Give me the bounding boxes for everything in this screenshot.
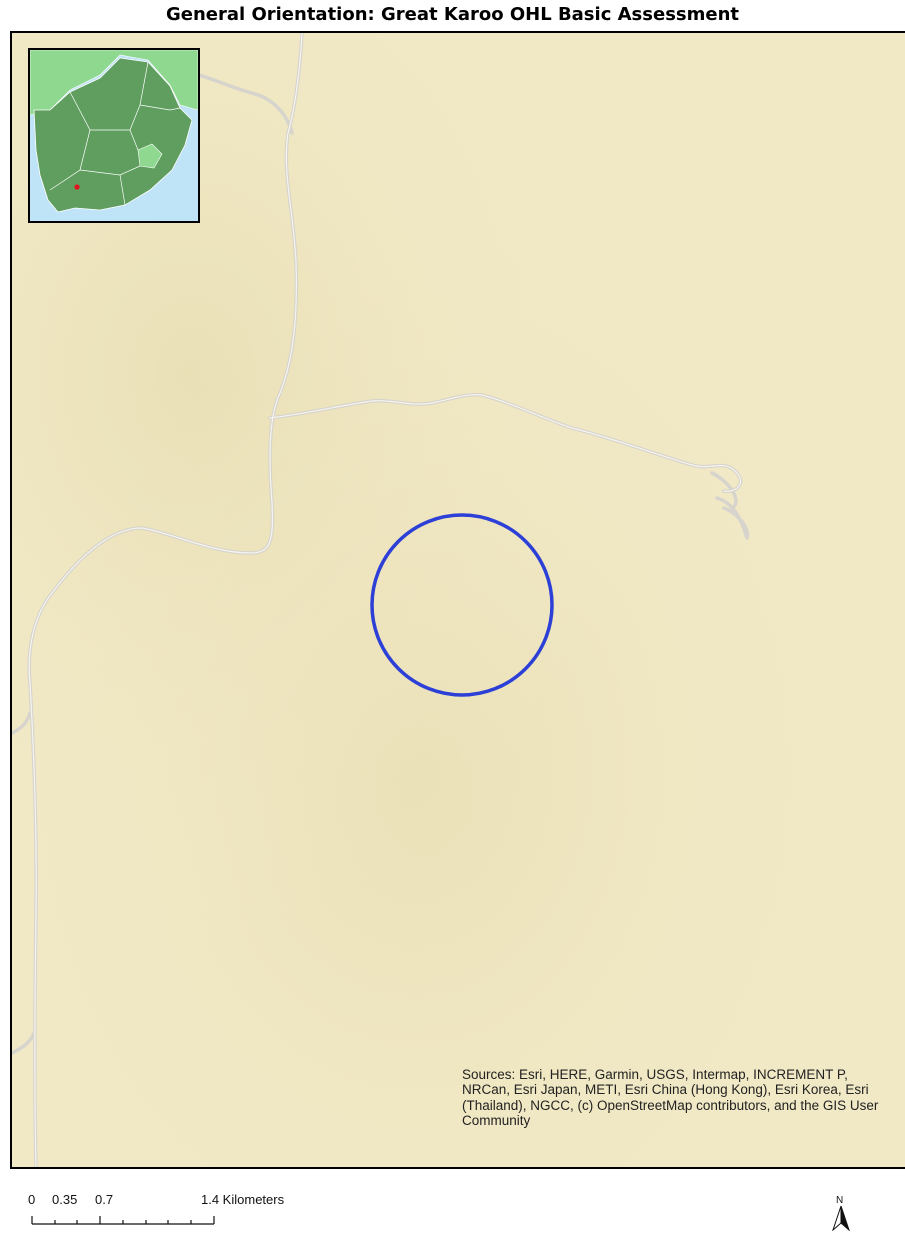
map-title: General Orientation: Great Karoo OHL Bas… <box>165 4 740 25</box>
north-arrow-icon <box>832 1205 850 1231</box>
scale-label-0-35: 0.35 <box>52 1192 78 1207</box>
scale-label-0-7: 0.7 <box>95 1192 114 1207</box>
site-boundary-circle <box>370 513 554 697</box>
site-location-marker <box>74 184 80 190</box>
map-frame[interactable]: Sources: Esri, HERE, Garmin, USGS, Inter… <box>10 31 905 1169</box>
road-west-stub <box>12 711 32 735</box>
scale-bar-ticks <box>31 1216 215 1225</box>
road-southwest <box>12 1031 36 1055</box>
scale-label-0: 0 <box>28 1192 36 1207</box>
north-arrow: N <box>830 1195 852 1231</box>
north-label: N <box>836 1195 844 1206</box>
lesotho-shape <box>137 143 163 169</box>
scale-bar: 0 0.35 0.7 1.4 Kilometers <box>28 1192 328 1232</box>
road-northwest <box>190 71 294 135</box>
province-boundaries <box>49 61 181 206</box>
south-africa-shape <box>33 57 193 213</box>
map-attribution: Sources: Esri, HERE, Garmin, USGS, Inter… <box>462 1067 879 1129</box>
south-africa-locator <box>30 50 198 221</box>
road-east-spur <box>710 471 750 540</box>
scale-label-1-4-km: 1.4 Kilometers <box>201 1192 285 1207</box>
inset-locator-map <box>28 48 200 223</box>
